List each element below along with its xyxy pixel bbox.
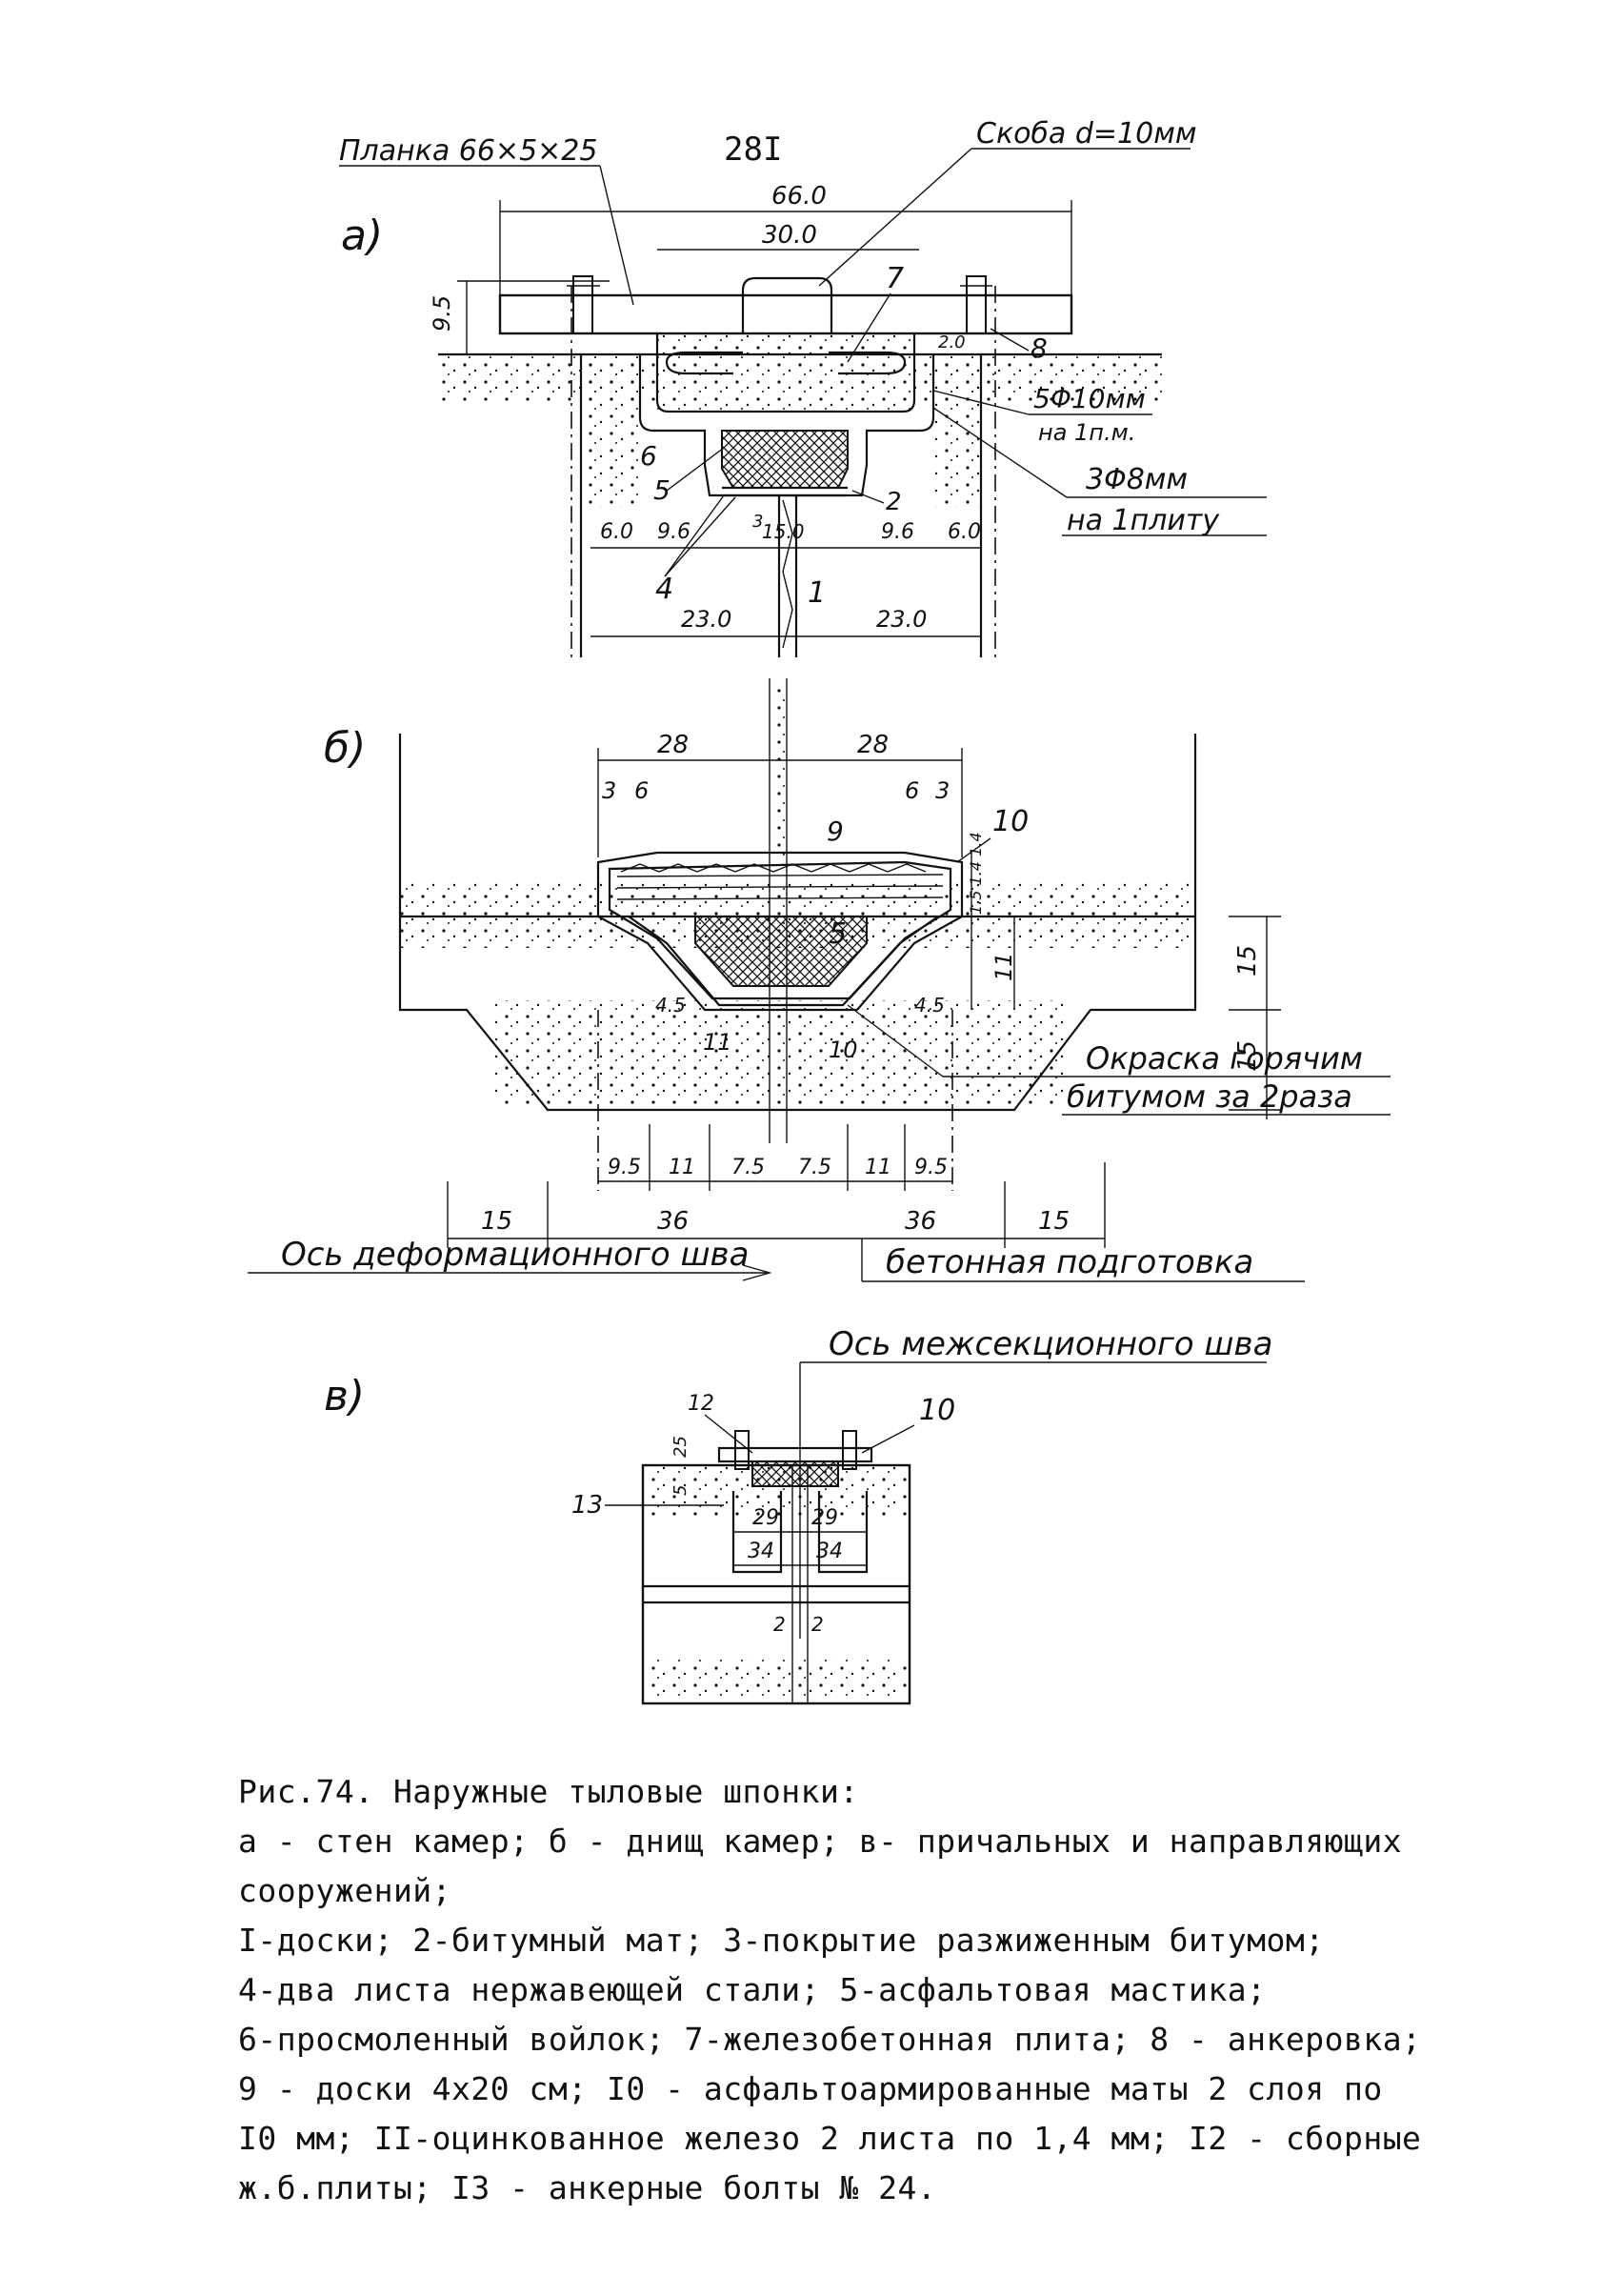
dim-b-3-left: 3 bbox=[602, 777, 616, 804]
dim-b-11-left: 11 bbox=[669, 1156, 695, 1179]
dim-a-23-right: 23.0 bbox=[876, 606, 927, 633]
fig-a-label: а) bbox=[341, 211, 383, 260]
caption-line: ж.б.плиты; I3 - анкерные болты № 24. bbox=[238, 2169, 937, 2206]
caption-line: 6-просмоленный войлок; 7-железобетонная … bbox=[238, 2021, 1422, 2058]
dim-a-9-6-left: 9.6 bbox=[657, 520, 690, 544]
caption-line: а - стен камер; б - днищ камер; в- прича… bbox=[238, 1823, 1403, 1860]
label-b-11: 11 bbox=[703, 1029, 732, 1056]
label-6: 6 bbox=[640, 440, 657, 472]
label-1: 1 bbox=[808, 576, 826, 610]
figure-a: а) Планка 66×5×25 Скоба d=10мм 66.0 30.0… bbox=[339, 117, 1267, 662]
fig-b-label: б) bbox=[324, 724, 366, 773]
rebar-2: 3Φ8мм bbox=[1086, 463, 1188, 496]
dim-b-7-5-left: 7.5 bbox=[731, 1156, 765, 1179]
dim-c-29-left: 29 bbox=[752, 1506, 779, 1530]
caption-line: 9 - доски 4х20 см; I0 - асфальтоармирова… bbox=[238, 2070, 1383, 2107]
dim-c-29-right: 29 bbox=[811, 1506, 838, 1530]
dim-a-23-left: 23.0 bbox=[681, 606, 731, 633]
label-b-5: 5 bbox=[829, 917, 847, 951]
label-3: 3 bbox=[752, 512, 763, 532]
label-8: 8 bbox=[1031, 332, 1048, 364]
figure-c: в) Ось межсекционного шва 12 10 13 25 5 … bbox=[324, 1325, 1272, 1705]
label-4: 4 bbox=[655, 573, 673, 606]
dim-b-36-left: 36 bbox=[657, 1207, 689, 1236]
dim-b-7-5-right: 7.5 bbox=[798, 1156, 831, 1179]
dim-c-34-left: 34 bbox=[748, 1540, 774, 1563]
dim-2-0: 2.0 bbox=[938, 332, 966, 352]
label-b-10b: 10 bbox=[829, 1037, 858, 1063]
dim-b-15-top: 15 bbox=[1233, 945, 1262, 977]
label-b-10: 10 bbox=[992, 805, 1029, 838]
dim-b-15-lower-right: 15 bbox=[1038, 1207, 1070, 1236]
dim-30: 30.0 bbox=[762, 221, 817, 250]
dim-b-45-left: 4.5 bbox=[655, 994, 686, 1017]
rebar-2-note: на 1плиту bbox=[1067, 504, 1220, 537]
base-label-b: бетонная подготовка bbox=[886, 1243, 1253, 1281]
label-c-10: 10 bbox=[919, 1394, 955, 1427]
dim-c-5: 5 bbox=[670, 1485, 690, 1496]
dim-a-15: 15.0 bbox=[762, 520, 805, 543]
dim-c-2a: 2 bbox=[773, 1613, 786, 1636]
caption-line: I0 мм; II-оцинкованное железо 2 листа по… bbox=[238, 2120, 1422, 2157]
dim-b-15-bottom: 15 bbox=[1233, 1040, 1262, 1072]
axis-label-c: Ось межсекционного шва bbox=[829, 1325, 1272, 1363]
caption-line: Рис.74. Наружные тыловые шпонки: bbox=[238, 1773, 859, 1810]
dim-a-6-right: 6.0 bbox=[948, 520, 981, 544]
fig-c-label: в) bbox=[324, 1372, 365, 1420]
label-7: 7 bbox=[886, 262, 904, 295]
callout-bracket: Скоба d=10мм bbox=[976, 117, 1196, 151]
label-2: 2 bbox=[886, 488, 902, 516]
callout-plank: Планка 66×5×25 bbox=[339, 134, 597, 168]
dim-9-5: 9.5 bbox=[429, 295, 455, 332]
dim-b-6-right: 6 bbox=[905, 777, 919, 804]
label-c-12: 12 bbox=[688, 1392, 714, 1416]
dim-b-9-5-left: 9.5 bbox=[608, 1156, 641, 1179]
rebar-1: 5Φ10мм bbox=[1033, 383, 1146, 414]
dim-b-28-left: 28 bbox=[657, 731, 689, 759]
dim-b-45-right: 4.5 bbox=[914, 994, 945, 1017]
label-b-9: 9 bbox=[827, 816, 844, 847]
label-c-13: 13 bbox=[571, 1491, 603, 1520]
figure-b: б) 28 28 3 6 6 3 9 10 5 11 10 1.5 1.4 1.… bbox=[248, 678, 1391, 1282]
dim-b-36-right: 36 bbox=[905, 1207, 936, 1236]
dim-b-15-lower-left: 15 bbox=[481, 1207, 512, 1236]
dim-a-6-left: 6.0 bbox=[600, 520, 633, 544]
note-line-1: Окраска горячим bbox=[1086, 1040, 1363, 1077]
note-line-2: битумом за 2раза bbox=[1067, 1078, 1352, 1115]
caption-line: сооружений; bbox=[238, 1872, 452, 1909]
dim-b-3-right: 3 bbox=[935, 777, 950, 804]
dim-b-11-right: 11 bbox=[865, 1156, 891, 1179]
figure-caption: Рис.74. Наружные тыловые шпонки: а - сте… bbox=[238, 1767, 1476, 2213]
page-number: 28I bbox=[724, 131, 782, 169]
caption-line: I-доски; 2-битумный мат; 3-покрытие разж… bbox=[238, 1922, 1325, 1959]
dim-a-9-6-right: 9.6 bbox=[881, 520, 914, 544]
label-5: 5 bbox=[653, 474, 670, 506]
caption-line: 4-два листа нержавеющей стали; 5-асфальт… bbox=[238, 1971, 1267, 2008]
dims-right-stack: 1.5 1.4 1.4 bbox=[967, 832, 985, 915]
axis-label-b: Ось деформационного шва bbox=[281, 1236, 749, 1274]
dim-b-6-left: 6 bbox=[634, 777, 649, 804]
dim-c-2b: 2 bbox=[811, 1613, 824, 1636]
dim-b-9-5-right: 9.5 bbox=[914, 1156, 948, 1179]
dim-66: 66.0 bbox=[771, 182, 827, 211]
rebar-1-note: на 1п.м. bbox=[1038, 419, 1135, 446]
dim-b-11: 11 bbox=[991, 952, 1017, 981]
dim-c-25: 25 bbox=[670, 1436, 690, 1458]
dim-c-34-right: 34 bbox=[816, 1540, 843, 1563]
dim-b-28-right: 28 bbox=[857, 731, 889, 759]
